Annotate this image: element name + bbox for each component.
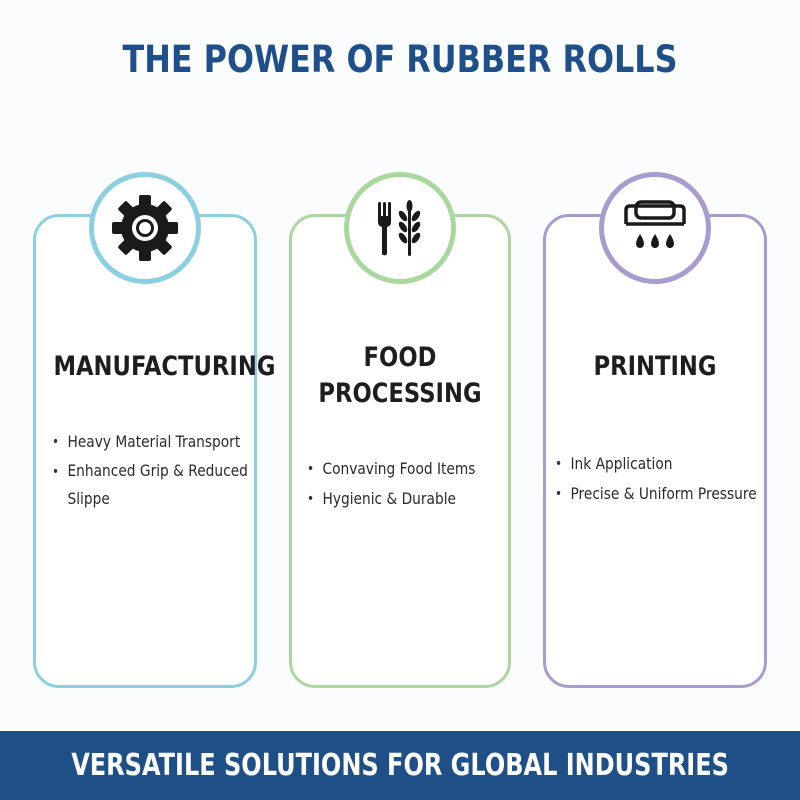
list-item: Hygienic & Durable — [307, 484, 488, 514]
list-item: Enhanced Grip & Reduced Slippe — [52, 457, 248, 513]
gear-icon — [112, 195, 178, 261]
list-item: Precise & Uniform Pressure — [555, 479, 757, 509]
list-item: Convaving Food Items — [307, 454, 488, 484]
printing-card: PRINTING Ink Application Precise & Unifo… — [543, 214, 767, 688]
list-item: Ink Application — [555, 449, 753, 479]
footer-banner: VERSATILE SOLUTIONS FOR GLOBAL INDUSTRIE… — [0, 731, 800, 800]
list-item: Heavy Material Transport — [52, 427, 240, 457]
food-processing-card: FOOD PROCESSING Convaving Food Items Hyg… — [289, 214, 511, 688]
manufacturing-bullet-list: Heavy Material Transport Enhanced Grip &… — [52, 427, 248, 513]
card-title-manufacturing: MANUFACTURING — [53, 351, 276, 382]
card-title-printing: PRINTING — [593, 351, 717, 382]
printing-bullet-list: Ink Application Precise & Uniform Pressu… — [555, 449, 757, 509]
page-title: THE POWER OF RUBBER ROLLS — [122, 38, 678, 81]
food-processing-bullet-list: Convaving Food Items Hygienic & Durable — [307, 454, 488, 514]
fork-and-wheat-icon-badge — [344, 172, 456, 284]
ink-roller-icon-badge — [599, 172, 711, 284]
gear-icon-badge — [89, 172, 201, 284]
footer-tagline: VERSATILE SOLUTIONS FOR GLOBAL INDUSTRIE… — [71, 748, 729, 783]
fork-and-wheat-icon — [378, 200, 421, 256]
manufacturing-card: MANUFACTURING Heavy Material Transport E… — [33, 214, 276, 688]
card-title-food-processing: FOOD PROCESSING — [318, 342, 482, 409]
ink-roller-icon — [624, 200, 686, 248]
